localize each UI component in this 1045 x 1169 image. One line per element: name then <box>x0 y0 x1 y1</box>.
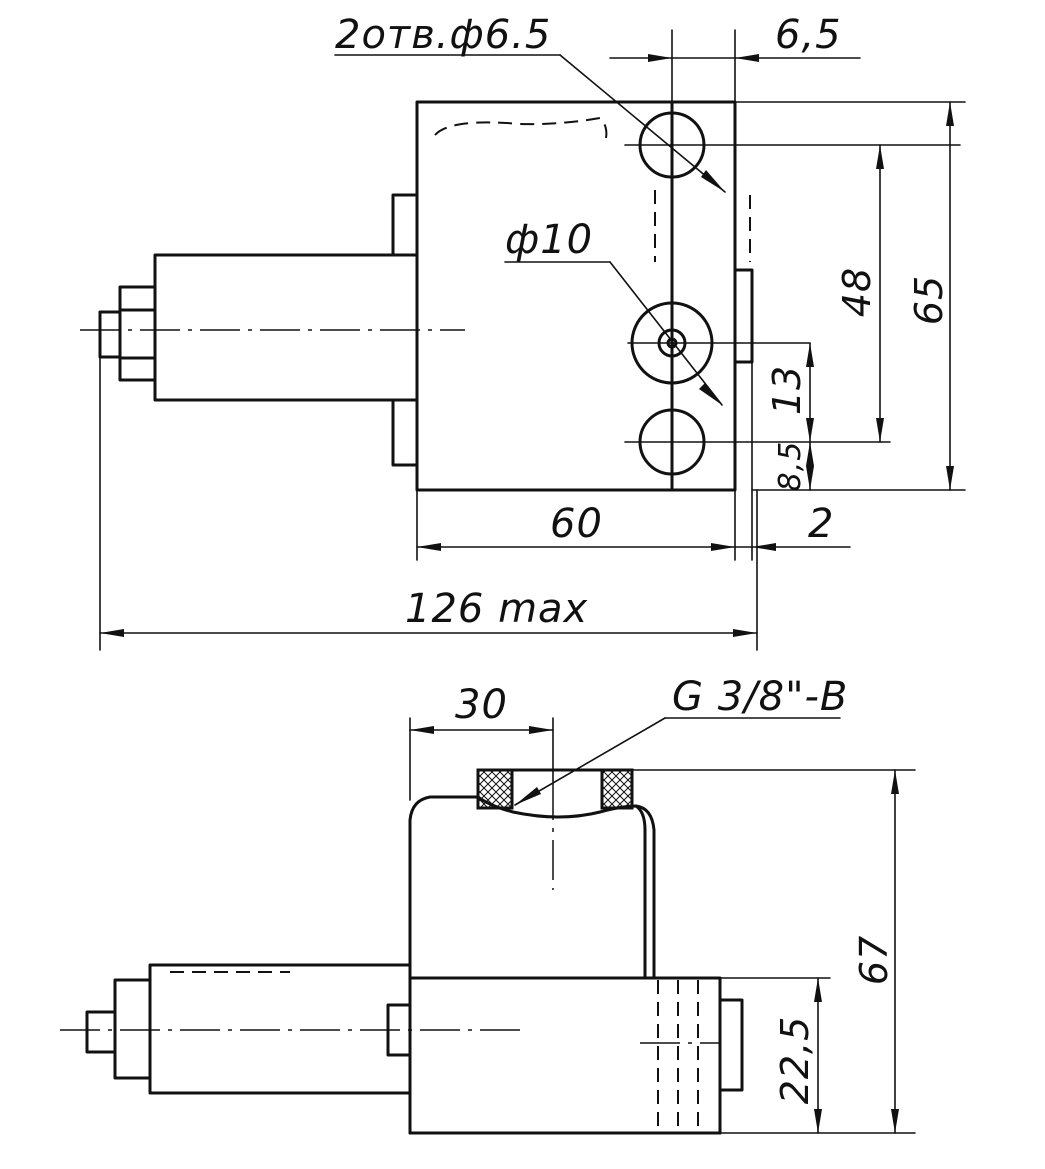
thread-label: G 3/8"-B <box>672 674 848 720</box>
arrow <box>946 466 954 490</box>
arrow <box>100 629 124 637</box>
side-tab <box>718 998 744 1092</box>
arrow <box>876 145 884 169</box>
dim-67: 67 <box>852 935 896 985</box>
hidden-channel <box>434 116 608 139</box>
arrow <box>733 629 757 637</box>
side-tab <box>733 268 754 364</box>
nut <box>118 285 157 382</box>
dim-30: 30 <box>455 682 508 728</box>
solenoid-housing <box>148 963 412 1095</box>
port-label: ф10 <box>505 217 593 263</box>
arrow <box>814 978 822 1002</box>
flange-top-left <box>391 193 419 257</box>
arrow <box>891 1109 899 1133</box>
solenoid-housing <box>153 253 419 402</box>
arrow <box>806 418 814 442</box>
arrow <box>699 383 722 405</box>
seal-left <box>476 768 514 810</box>
arrow <box>891 770 899 794</box>
seal-right <box>600 768 634 810</box>
arrow <box>752 543 776 551</box>
dim-8-5: 8,5 <box>773 441 808 492</box>
arrow <box>701 170 725 192</box>
arrow <box>648 54 672 62</box>
stem <box>98 310 122 359</box>
dim-6-5: 6,5 <box>775 12 842 58</box>
dim-65: 65 <box>907 275 951 325</box>
dim-60: 60 <box>550 501 603 547</box>
nut <box>113 978 152 1080</box>
arrow <box>946 102 954 126</box>
dim-2: 2 <box>808 501 834 547</box>
dim-22-5: 22,5 <box>773 1016 817 1105</box>
arrow <box>711 543 735 551</box>
side-view: 30 G 3/8"-B 67 22,5 <box>60 674 916 1135</box>
arrow <box>814 1109 822 1133</box>
arrow <box>806 343 814 367</box>
flange-bottom-left <box>391 398 419 467</box>
stem <box>85 1010 117 1054</box>
leader-line <box>609 261 723 406</box>
arrow <box>806 466 814 490</box>
top-view: 2отв.ф6.5 ф10 6,5 65 48 13 8,5 <box>80 12 966 651</box>
dim-126-max: 126 max <box>405 586 588 632</box>
leader-line <box>559 54 726 193</box>
upper-housing <box>408 795 647 980</box>
holes-label: 2отв.ф6.5 <box>335 12 551 58</box>
dim-13: 13 <box>765 365 809 415</box>
arrow <box>529 726 553 734</box>
arrow <box>735 54 759 62</box>
lower-body <box>408 976 722 1135</box>
dim-48: 48 <box>835 267 879 317</box>
upper-housing-edge <box>634 804 656 980</box>
arrow <box>417 543 441 551</box>
arrow <box>876 418 884 442</box>
leader-line <box>514 717 666 806</box>
arrow <box>410 726 434 734</box>
arrow <box>806 442 814 466</box>
arrow <box>515 787 541 805</box>
